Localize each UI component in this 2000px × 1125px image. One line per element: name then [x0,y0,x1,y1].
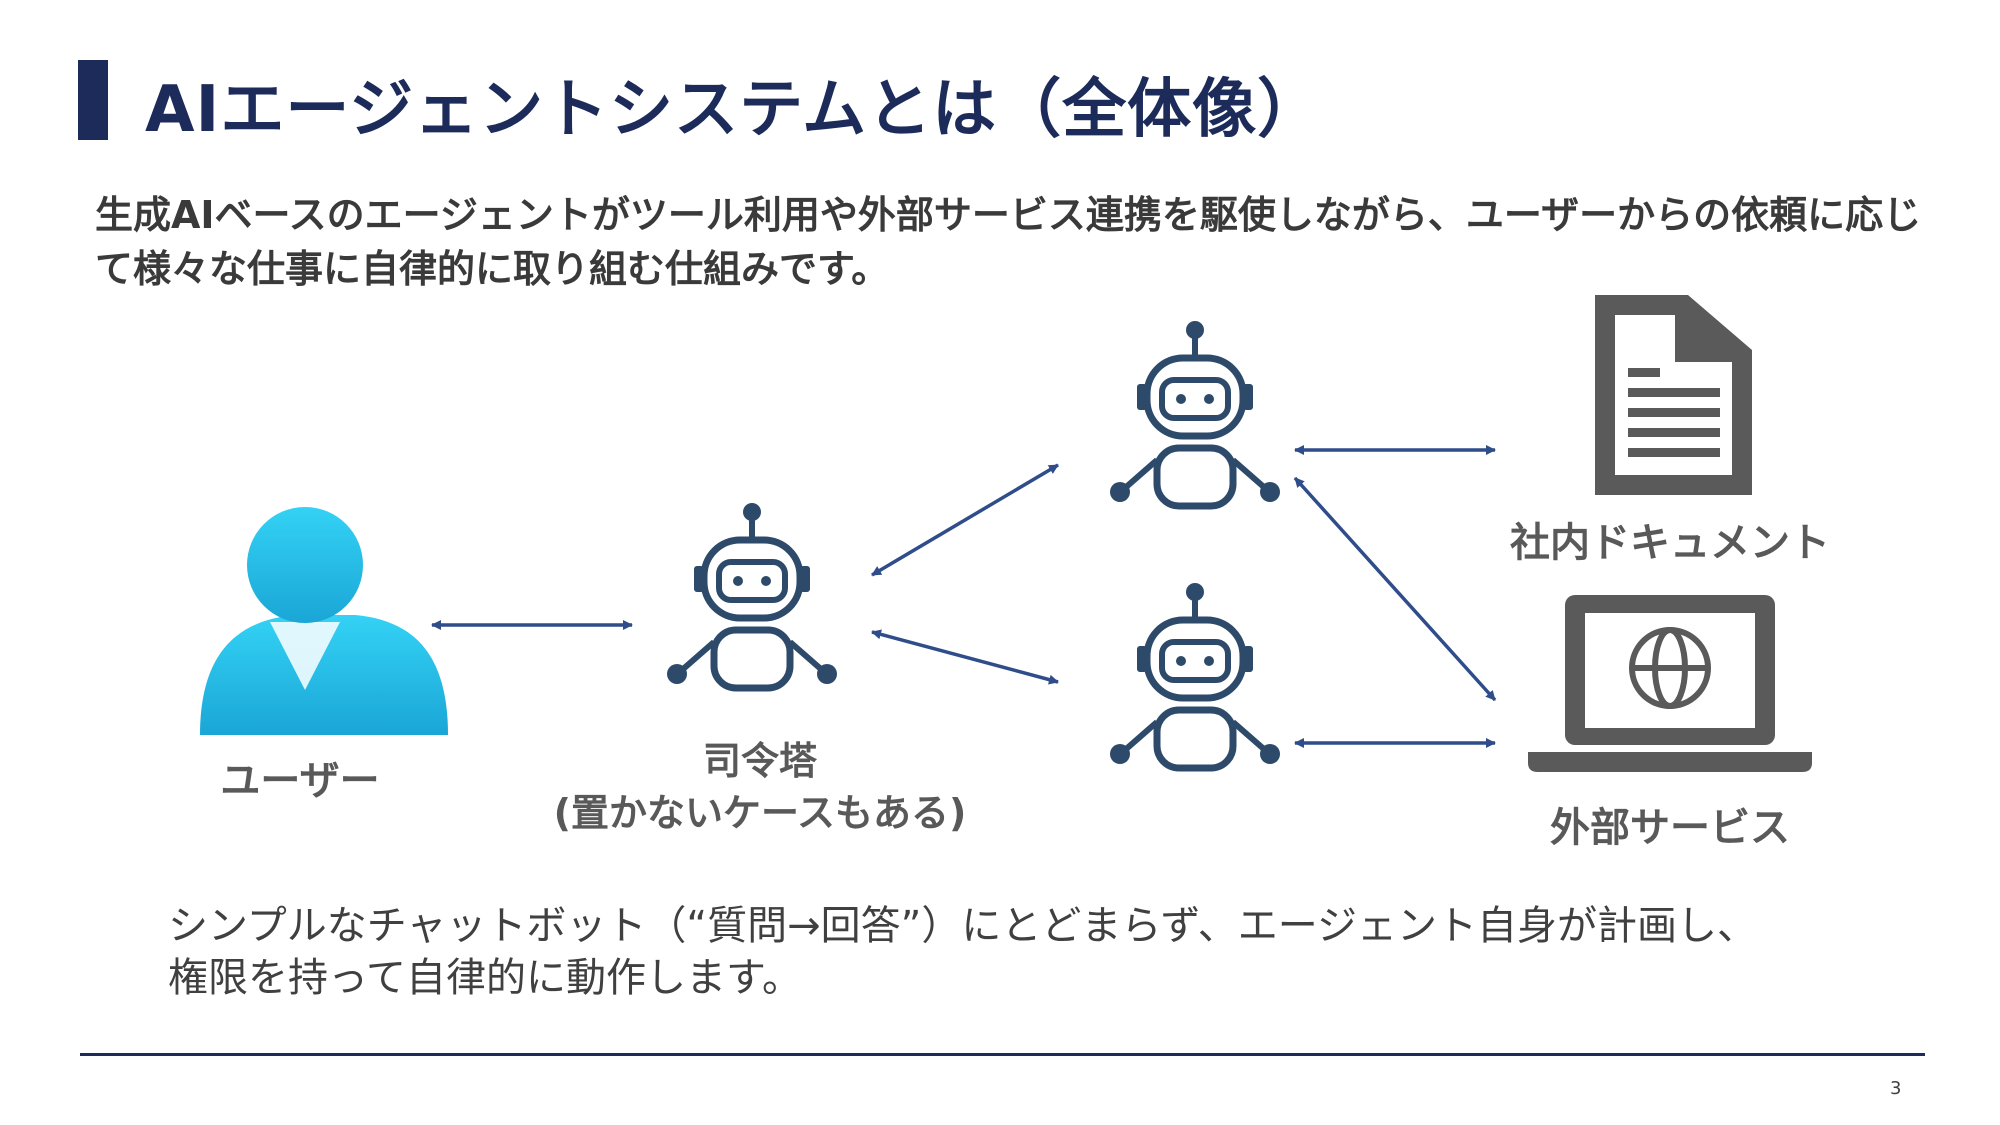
docs-label: 社内ドキュメント [1510,520,1830,566]
summary-text: シンプルなチャットボット（“質問→回答”）にとどまらず、エージェント自身が計画し… [168,900,1928,1004]
summary-line-1: シンプルなチャットボット（“質問→回答”）にとどまらず、エージェント自身が計画し… [168,903,1757,949]
subtitle: 生成AIベースのエージェントがツール利用や外部サービス連携を駆使しながら、ユーザ… [95,193,1922,291]
agent-robot-icon-top [1110,321,1280,506]
user-icon [200,507,448,735]
globe-icon [1629,627,1711,709]
document-icon [1595,295,1752,495]
page-title: AIエージェントシステムとは（全体像） [145,73,1323,147]
hub-label: 司令塔 [702,739,817,783]
laptop-icon [1528,595,1812,772]
summary-line-2: 権限を持って自律的に動作します。 [168,955,802,1001]
hub-robot-icon [667,503,837,688]
agent-robot-icon-bottom [1110,583,1280,768]
user-label: ユーザー [220,758,380,804]
hub-label-note: (置かないケースもある) [553,791,967,835]
connector-arrows [431,445,1497,748]
service-label: 外部サービス [1550,805,1790,851]
page-number: 3 [1890,1078,1902,1099]
arrow-agent-service-diagonal [1293,476,1497,702]
arrow-hub-agent-top [871,463,1059,577]
arrow-hub-agent-bottom [871,629,1059,685]
title-accent-bar [78,60,108,140]
bottom-divider [80,1053,1925,1056]
